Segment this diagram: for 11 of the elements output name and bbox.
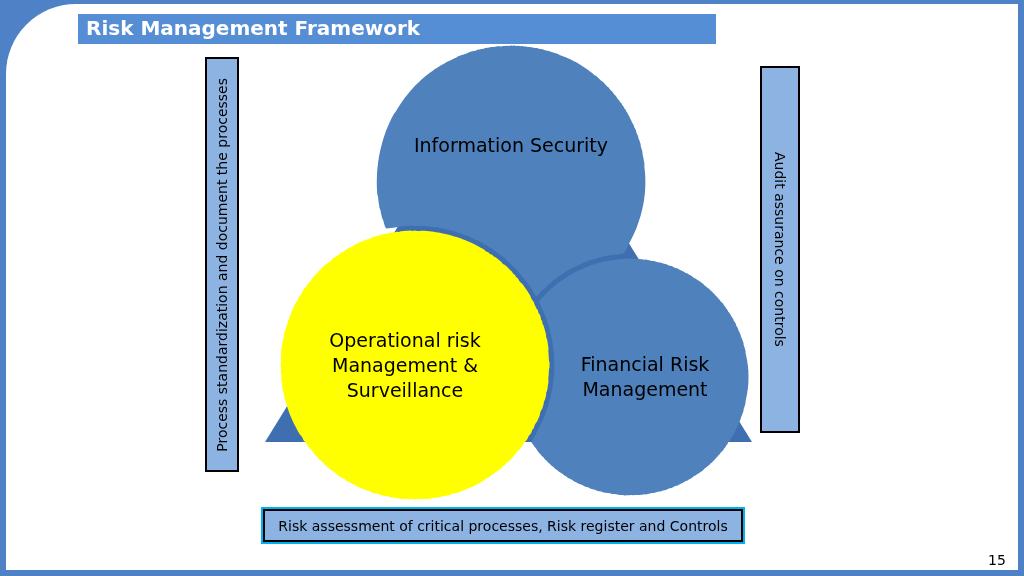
- title: Risk Management Framework: [86, 16, 421, 40]
- circle-label: Financial Risk Management: [579, 352, 711, 402]
- text-panel: [263, 509, 743, 542]
- panel-text: Audit assurance on controls: [772, 152, 788, 347]
- panel-text: Process standardization and document the processes: [214, 77, 230, 452]
- vertical-text-panel: [760, 66, 800, 433]
- circle-label: Information Security: [413, 132, 608, 158]
- circle-label: Operational risk Management & Surveillance: [328, 327, 482, 403]
- vertical-text-panel: [205, 57, 239, 472]
- panel-text: Risk assessment of critical processes, Risk register and Controls: [278, 517, 728, 534]
- page-number: 15: [988, 552, 1006, 568]
